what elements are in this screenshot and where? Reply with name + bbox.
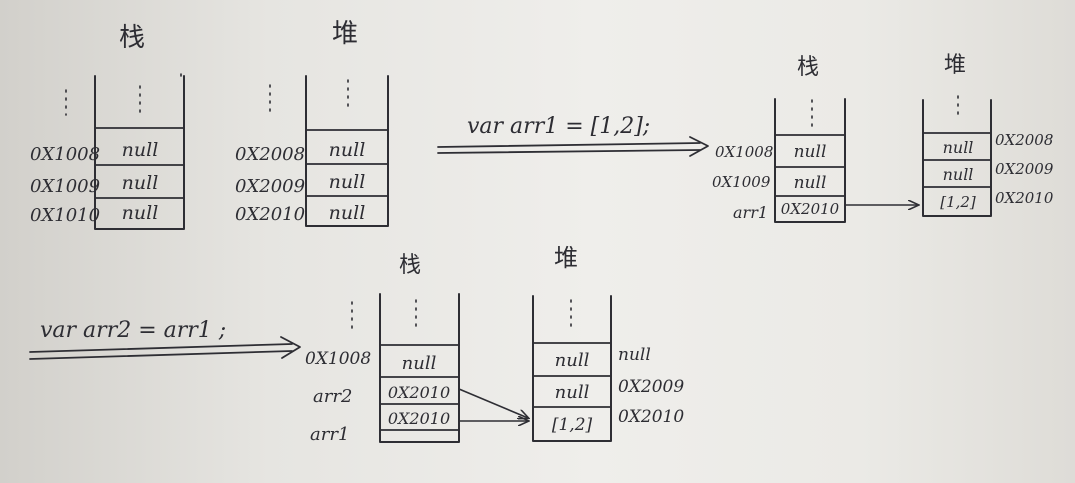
heap-cell-value: [1,2] bbox=[552, 415, 593, 435]
heap-container bbox=[922, 99, 992, 217]
stack-diagram-3: 栈 0X1008 arr2 arr1 null 0X2010 0X2010 bbox=[305, 253, 460, 445]
statement-arr2: var arr2 = arr1 ; bbox=[40, 318, 226, 343]
arrow-head bbox=[280, 336, 301, 359]
heap-cell-value: [1,2] bbox=[940, 193, 976, 211]
heap-cell-label: 0X2010 bbox=[995, 189, 1054, 207]
heap-cell-label: 0X2009 bbox=[618, 377, 684, 397]
ellipsis-dots bbox=[351, 299, 417, 333]
transition-arr1: var arr1 = [1,2]; bbox=[437, 114, 709, 157]
heap-dividers bbox=[923, 132, 991, 188]
stack-diagram-1: 栈 0X1008 0X1009 0X1010 null null null bbox=[30, 23, 185, 230]
stack-cell-label: arr1 bbox=[733, 203, 768, 222]
stack-dividers bbox=[95, 127, 184, 199]
heap-cell-label: 0X2009 bbox=[995, 160, 1054, 178]
stack-cell-value: null bbox=[402, 353, 437, 374]
heap-dividers bbox=[306, 129, 388, 197]
panel-after-arr2: 栈 0X1008 arr2 arr1 null 0X2010 0X2010 堆 … bbox=[305, 244, 684, 445]
stack-cell-label: arr2 bbox=[313, 386, 352, 407]
heap-title: 堆 bbox=[332, 19, 358, 49]
heap-cell-label: null bbox=[618, 345, 651, 365]
heap-container bbox=[532, 295, 612, 442]
pointer-arrow-arr2 bbox=[458, 388, 528, 418]
stack-cell-label: 0X1009 bbox=[30, 176, 100, 197]
stack-title: 栈 bbox=[399, 253, 421, 278]
heap-diagram-3: 堆 null null [1,2] null 0X2009 0X2010 bbox=[532, 244, 684, 442]
statement-arr1: var arr1 = [1,2]; bbox=[467, 114, 650, 139]
double-arrow-line bbox=[437, 149, 701, 154]
stack-cell-label: 0X1008 bbox=[30, 144, 100, 165]
stack-dividers bbox=[775, 134, 845, 197]
stack-container bbox=[94, 75, 185, 230]
heap-cell-label: 0X2008 bbox=[235, 144, 305, 165]
stack-cell-value: 0X2010 bbox=[781, 200, 840, 218]
stack-cell-value: null bbox=[794, 142, 827, 162]
heap-cell-label: 0X2008 bbox=[995, 131, 1053, 149]
double-arrow-line bbox=[29, 343, 293, 353]
arrow-head bbox=[689, 136, 709, 157]
heap-diagram-1: 堆 0X2008 0X2009 0X2010 null null null bbox=[235, 19, 389, 227]
stack-diagram-2: 栈 0X1008 0X1009 arr1 null null 0X2010 bbox=[712, 55, 846, 223]
panel-after-arr1: 栈 0X1008 0X1009 arr1 null null 0X2010 堆 … bbox=[712, 53, 1054, 223]
transition-arr2: var arr2 = arr1 ; bbox=[29, 318, 301, 360]
stack-cell-label: arr1 bbox=[310, 424, 349, 445]
stack-cell-label: 0X1009 bbox=[712, 173, 771, 191]
heap-dividers bbox=[533, 342, 611, 408]
heap-cell-label: 0X2010 bbox=[618, 407, 684, 427]
stack-cell-label: 0X1008 bbox=[715, 143, 773, 161]
heap-cell-value: null bbox=[555, 350, 590, 371]
stack-dividers bbox=[380, 344, 459, 431]
stack-cell-value: 0X2010 bbox=[388, 383, 450, 402]
stack-cell-value: null bbox=[122, 172, 159, 194]
stack-cell-value: null bbox=[122, 139, 159, 161]
heap-cell-value: null bbox=[555, 382, 590, 403]
stack-title: 栈 bbox=[119, 23, 145, 53]
stack-container bbox=[774, 98, 846, 223]
stack-container bbox=[379, 293, 460, 443]
heap-title: 堆 bbox=[944, 53, 966, 78]
heap-cell-value: null bbox=[329, 171, 366, 193]
stack-cell-label: 0X1008 bbox=[305, 349, 371, 369]
heap-cell-label: 0X2009 bbox=[235, 176, 305, 197]
ellipsis-dots bbox=[269, 79, 349, 116]
heap-title: 堆 bbox=[554, 244, 578, 272]
heap-cell-label: 0X2010 bbox=[235, 204, 305, 225]
stack-cell-value: null bbox=[122, 202, 159, 224]
heap-diagram-2: 堆 null null [1,2] 0X2008 0X2009 0X2010 bbox=[922, 53, 1054, 217]
double-arrow-line bbox=[29, 350, 293, 360]
heap-container bbox=[305, 75, 389, 227]
heap-cell-value: null bbox=[329, 202, 366, 224]
double-arrow-line bbox=[437, 142, 701, 148]
panel-initial: 栈 0X1008 0X1009 0X1010 null null null 堆 … bbox=[30, 19, 389, 230]
ellipsis-dots bbox=[65, 73, 182, 116]
stack-cell-value: null bbox=[794, 173, 827, 193]
stack-title: 栈 bbox=[797, 55, 819, 80]
heap-cell-value: null bbox=[329, 139, 366, 161]
stack-cell-label: 0X1010 bbox=[30, 205, 100, 226]
heap-cell-value: null bbox=[943, 165, 974, 184]
heap-cell-value: null bbox=[943, 138, 974, 157]
stack-cell-value: 0X2010 bbox=[388, 409, 450, 428]
